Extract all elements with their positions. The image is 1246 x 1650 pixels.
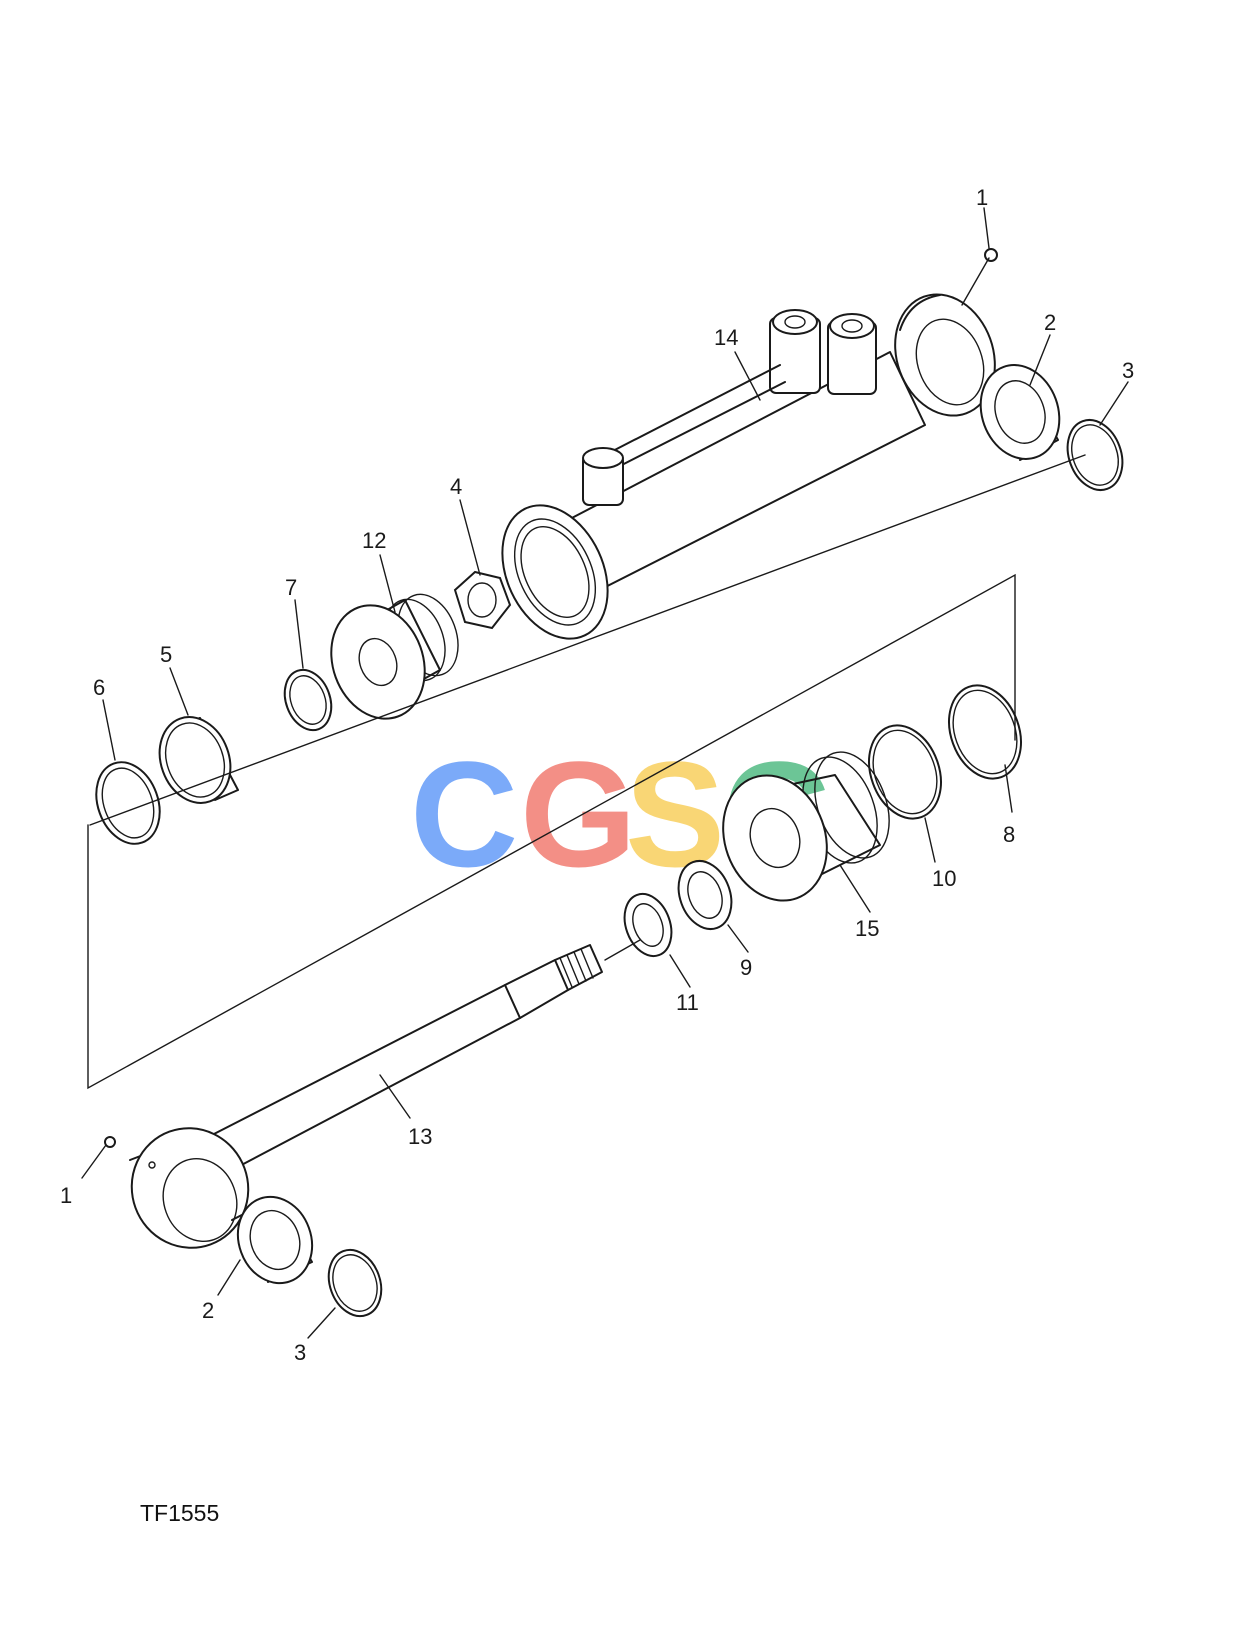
callout-12: 12 — [362, 528, 386, 553]
callout-14: 14 — [714, 325, 738, 350]
axis-line-top — [89, 454, 1086, 826]
snap-ring-bottom — [327, 1248, 383, 1318]
callout-7: 7 — [285, 575, 297, 600]
snap-ring-top — [1066, 419, 1124, 491]
bushing-top — [979, 364, 1061, 461]
o-ring-small — [283, 668, 333, 732]
group-bracket — [87, 573, 1016, 1090]
watermark-letter-2: G — [520, 730, 637, 898]
callout-2-top: 2 — [1044, 310, 1056, 335]
lock-nut — [453, 570, 512, 630]
callout-13: 13 — [408, 1124, 432, 1149]
wiper — [623, 893, 673, 957]
piston-rod — [129, 939, 641, 1249]
figure-id: TF1555 — [140, 1500, 220, 1526]
piston — [330, 593, 459, 720]
callout-1-bottom: 1 — [60, 1183, 72, 1208]
wear-ring — [158, 716, 239, 804]
callout-1-top: 1 — [976, 185, 988, 210]
bushing-bottom — [231, 1195, 314, 1285]
watermark-letter-1: C — [410, 730, 518, 898]
rod-seal — [677, 860, 733, 930]
callouts: 1 2 3 14 4 12 7 5 6 8 10 15 9 11 13 1 2 … — [60, 185, 1134, 1365]
gland — [722, 751, 890, 902]
callout-9: 9 — [740, 955, 752, 980]
grease-fitting-bottom — [81, 1136, 116, 1179]
callout-6: 6 — [93, 675, 105, 700]
callout-2-bottom: 2 — [202, 1298, 214, 1323]
callout-3-top: 3 — [1122, 358, 1134, 383]
leader-lines — [102, 207, 1129, 1339]
callout-5: 5 — [160, 642, 172, 667]
o-ring-8 — [948, 684, 1022, 780]
piston-seal — [95, 761, 161, 845]
grease-fitting-top — [961, 248, 998, 306]
callout-10: 10 — [932, 866, 956, 891]
callout-4: 4 — [450, 474, 462, 499]
callout-15: 15 — [855, 916, 879, 941]
callout-8: 8 — [1003, 822, 1015, 847]
callout-3-bottom: 3 — [294, 1340, 306, 1365]
callout-11: 11 — [676, 990, 699, 1015]
cylinder-barrel — [501, 293, 996, 640]
o-ring-10 — [868, 724, 942, 820]
